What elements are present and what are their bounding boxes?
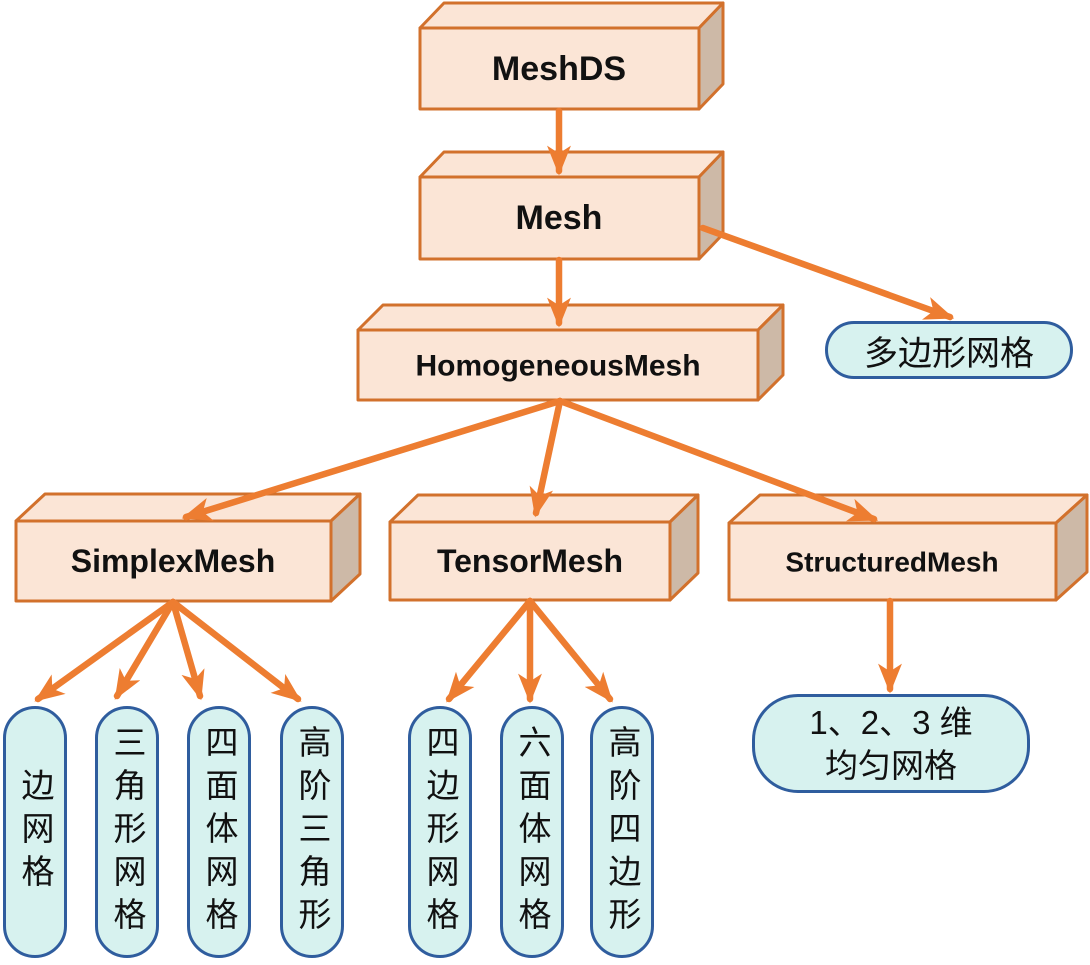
meshds-box-top-face (418, 1, 725, 30)
diagram-arrows (34, 107, 955, 704)
edge-mesh-label: 边网格 (17, 767, 54, 897)
node-uniform-mesh-pill: 1、2、3 维 均匀网格 (752, 694, 1030, 793)
node-high-order-quad-pill: 高阶四边形 (590, 706, 654, 958)
tensormesh-label: TensorMesh (437, 543, 623, 579)
polygon-mesh-label: 多边形网格 (864, 334, 1034, 373)
node-hexahedron-mesh-pill: 六面体网格 (500, 706, 564, 958)
arrow-homogeneousmesh-to-structuredmesh (556, 397, 879, 523)
mesh-label: Mesh (516, 199, 603, 237)
node-meshds-box: MeshDS (418, 1, 725, 111)
high-order-triangle-label: 高阶三角形 (294, 724, 331, 940)
node-triangle-mesh-pill: 三角形网格 (95, 706, 159, 958)
high-order-quad-label: 高阶四边形 (604, 724, 641, 940)
arrow-simplexmesh-to-triangle-mesh (113, 598, 177, 700)
simplexmesh-box-front-face (14, 519, 333, 603)
tetrahedron-mesh-label: 四面体网格 (201, 724, 238, 940)
uniform-mesh-label-line2: 均匀网格 (825, 746, 957, 784)
arrow-simplexmesh-to-edge-mesh (34, 598, 177, 703)
arrow-mesh-to-polygon-mesh (699, 224, 955, 321)
arrow-homogeneousmesh-to-tensormesh (529, 397, 564, 518)
node-homogeneousmesh-box: HomogeneousMesh (356, 303, 785, 402)
node-polygon-mesh-pill: 多边形网格 (825, 321, 1073, 379)
arrow-simplexmesh-to-tetrahedron-mesh (169, 598, 205, 701)
arrow-tensormesh-to-quadrilateral-mesh (445, 597, 534, 703)
quadrilateral-mesh-label: 四边形网格 (422, 724, 459, 940)
arrow-simplexmesh-to-high-order-triangle (169, 598, 302, 703)
node-high-order-triangle-pill: 高阶三角形 (280, 706, 344, 958)
node-edge-mesh-pill: 边网格 (3, 706, 67, 958)
node-mesh-box: Mesh (418, 150, 725, 261)
simplexmesh-label: SimplexMesh (71, 543, 276, 579)
structuredmesh-box-top-face (727, 493, 1089, 525)
homogeneousmesh-box-top-face (356, 303, 785, 332)
node-structuredmesh-box: StructuredMesh (727, 493, 1089, 602)
arrow-homogeneousmesh-to-simplexmesh (181, 397, 564, 521)
meshds-box-front-face (418, 26, 701, 111)
homogeneousmesh-label: HomogeneousMesh (415, 350, 700, 383)
mesh-box-front-face (418, 175, 701, 261)
node-quadrilateral-mesh-pill: 四边形网格 (408, 706, 472, 958)
arrow-tensormesh-to-high-order-quad (526, 597, 614, 703)
structuredmesh-box-front-face (727, 521, 1058, 602)
node-tetrahedron-mesh-pill: 四面体网格 (187, 706, 251, 958)
triangle-mesh-label: 三角形网格 (109, 724, 146, 940)
node-simplexmesh-box: SimplexMesh (14, 492, 362, 603)
node-tensormesh-box: TensorMesh (388, 493, 700, 602)
meshds-label: MeshDS (492, 50, 626, 88)
tensormesh-box-top-face (388, 493, 700, 524)
uniform-mesh-label-line1: 1、2、3 维 (809, 703, 973, 741)
hexahedron-mesh-label: 六面体网格 (514, 724, 551, 940)
mesh-box-top-face (418, 150, 725, 179)
structuredmesh-label: StructuredMesh (785, 547, 998, 578)
